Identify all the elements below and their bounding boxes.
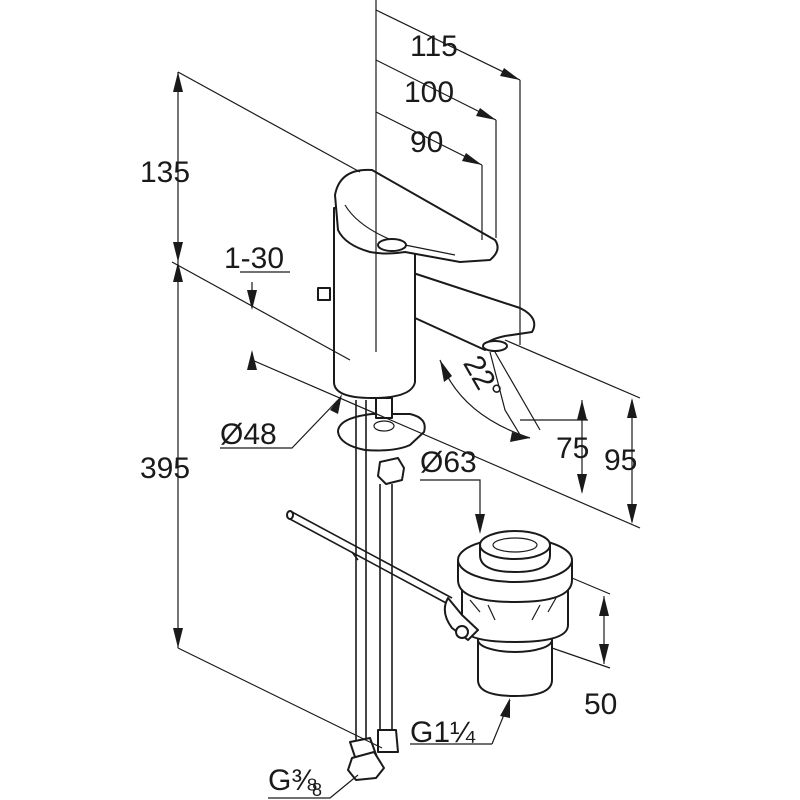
label-g38: G⅜ — [268, 764, 317, 797]
ext-1-30-long — [251, 359, 641, 529]
arrow-75-top — [577, 400, 587, 420]
label-g114: G1¼ — [410, 716, 476, 749]
arrow-50-top — [599, 596, 609, 616]
label-135: 135 — [140, 156, 190, 189]
ext-395-mid — [171, 261, 351, 361]
lever-cap — [377, 238, 407, 252]
mounting-plate — [337, 413, 426, 452]
label-90: 90 — [410, 126, 443, 159]
label-115: 115 — [410, 30, 458, 63]
aerator — [482, 340, 508, 352]
label-dia63: Ø63 — [420, 446, 477, 479]
label-g38-subscript: 8 — [312, 780, 322, 800]
label-angle22: 22° — [456, 350, 507, 406]
waste-lever-pivot — [455, 625, 469, 639]
arrow-g114 — [500, 698, 510, 718]
popup-rod-knob — [351, 551, 359, 561]
popup-rod-end — [286, 510, 294, 520]
angle-ray-b — [494, 351, 541, 431]
ext-395-bot — [177, 647, 383, 749]
spout — [397, 267, 536, 351]
label-dia48: Ø48 — [220, 418, 277, 451]
label-50: 50 — [584, 688, 617, 721]
arrow-22-a — [440, 360, 452, 382]
arrow-95-bot — [627, 504, 637, 524]
label-1-30: 1-30 — [224, 242, 284, 275]
arrow-90 — [462, 153, 482, 165]
hex-nut — [377, 457, 405, 485]
arrow-63 — [475, 514, 485, 534]
dim-line-115 — [375, 9, 521, 81]
arrow-395-top — [173, 262, 183, 282]
leader-48 — [220, 399, 339, 449]
waste-slots — [469, 597, 557, 621]
lever-handle — [334, 168, 499, 263]
label-395: 395 — [140, 452, 190, 485]
threaded-stud — [375, 397, 393, 419]
ext-95-top — [504, 339, 641, 399]
ext-135-top — [177, 71, 361, 173]
waste-plug-top — [479, 530, 551, 560]
dimension-lines — [171, 0, 641, 799]
label-95: 95 — [604, 444, 637, 477]
arrow-1-30-bot — [247, 350, 257, 370]
popup-rod-line-a — [287, 517, 449, 605]
ext-50-bot — [551, 647, 611, 669]
arrow-135-bot — [173, 242, 183, 262]
leader-63 — [420, 479, 481, 530]
popup-rod-line-b — [291, 511, 453, 599]
popup-rod-stub — [317, 287, 331, 301]
arrow-75-bot — [577, 474, 587, 494]
arrow-135-top — [173, 72, 183, 92]
arrow-50-bot — [599, 644, 609, 664]
waste-lever-link — [443, 597, 479, 641]
hose-fitting-right — [377, 729, 399, 753]
popup-rod — [286, 510, 453, 605]
dim-line-90 — [375, 111, 483, 166]
mounting-hardware — [337, 397, 426, 781]
arrow-115 — [500, 68, 520, 80]
waste-plug-highlight — [492, 537, 538, 553]
hose-connector-nut — [347, 751, 385, 781]
label-75: 75 — [556, 432, 589, 465]
angle-ray-a — [489, 351, 523, 439]
label-100: 100 — [404, 76, 454, 109]
dim-line-100 — [375, 59, 497, 121]
arrow-48 — [330, 394, 342, 414]
mounting-plate-hole — [373, 420, 395, 432]
arrow-100 — [476, 108, 496, 120]
arrow-22-b — [510, 432, 530, 442]
waste-body-lower — [477, 639, 553, 697]
arrow-95-top — [627, 398, 637, 418]
ext-50-top — [571, 577, 611, 595]
leader-g38 — [268, 774, 359, 799]
arrow-1-30-top — [247, 290, 257, 310]
popup-waste — [443, 530, 573, 697]
dimension-arrows — [173, 68, 637, 718]
arrow-395-bot — [173, 628, 183, 648]
